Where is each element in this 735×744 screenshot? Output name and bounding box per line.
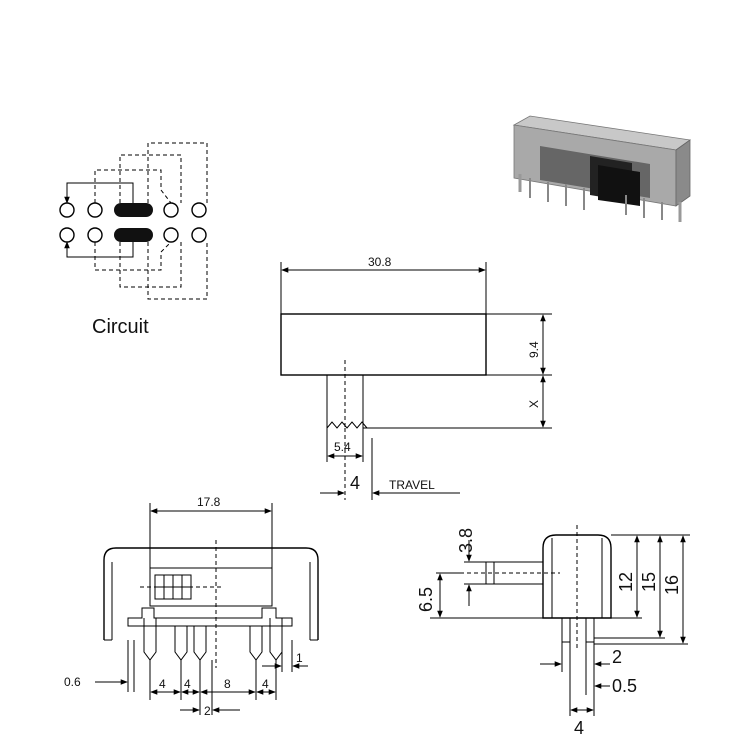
dim-total-16: 16 — [662, 575, 682, 595]
contact-bottom-1 — [59, 227, 75, 243]
dim-width: 30.8 — [368, 255, 392, 269]
front-view — [95, 503, 319, 715]
dim-edge: 1 — [296, 651, 303, 665]
circuit-label: Circuit — [92, 316, 149, 338]
dim-actuator-span: 17.8 — [197, 495, 221, 509]
contact-bottom-2 — [87, 227, 103, 243]
dim-pin-thickness: 0.6 — [64, 675, 81, 689]
dim-body-height: 12 — [616, 572, 636, 592]
dim-side-pin-width: 2 — [612, 647, 622, 667]
dim-actuator-offset: 6.5 — [416, 587, 436, 612]
dim-side-pin-thick: 0.5 — [612, 676, 637, 696]
dim-height: 9.4 — [527, 341, 541, 358]
dim-total-15: 15 — [639, 572, 659, 592]
dim-travel: 4 — [350, 473, 360, 493]
contact-top-5 — [191, 202, 207, 218]
dim-pitch-b: 4 — [184, 677, 191, 691]
top-view — [280, 262, 552, 500]
dim-pitch-d: 4 — [262, 677, 269, 691]
dim-pitch-a: 4 — [159, 677, 166, 691]
switch-3d-image — [512, 115, 692, 222]
dim-side-pin-pitch: 4 — [574, 718, 584, 738]
contact-top-2 — [87, 202, 103, 218]
dim-actuator-height: 3.8 — [456, 528, 476, 553]
dim-pitch-c: 8 — [224, 677, 231, 691]
slider-bridge-bottom — [114, 228, 153, 242]
circuit-schematic — [59, 142, 208, 300]
contact-bottom-4 — [163, 227, 179, 243]
contact-top-4 — [163, 202, 179, 218]
travel-label: TRAVEL — [389, 478, 435, 492]
slider-bridge-top — [114, 203, 153, 217]
side-view — [430, 525, 690, 716]
dim-actuator-width: 5.4 — [334, 440, 351, 454]
dim-stroke: X — [527, 400, 541, 408]
contact-bottom-5 — [191, 227, 207, 243]
dim-pin-width: 2 — [204, 704, 211, 718]
contact-top-1 — [59, 202, 75, 218]
